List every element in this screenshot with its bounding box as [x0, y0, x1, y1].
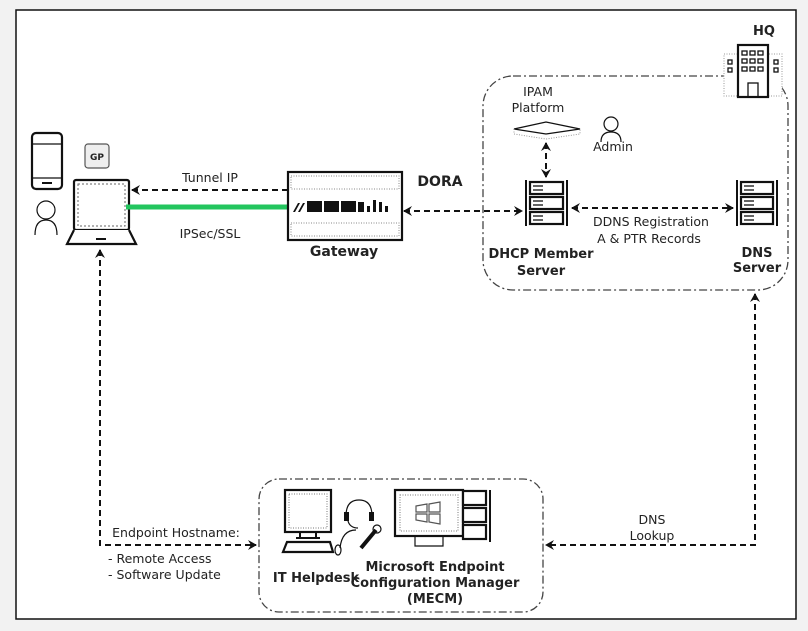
building-icon — [723, 43, 783, 99]
management-zone — [258, 478, 544, 613]
gateway-label: Gateway — [310, 244, 378, 260]
headset-wrench-icon — [339, 499, 382, 550]
dhcp-label-1: DHCP Member — [488, 247, 594, 262]
phone-icon — [30, 131, 64, 191]
hq-label: HQ — [753, 24, 775, 39]
ipam-platform-icon — [513, 121, 581, 140]
globalprotect-icon: GP — [84, 143, 110, 169]
dns-lookup-arrow — [545, 293, 760, 550]
hostname-label: Endpoint Hostname: — [112, 525, 240, 540]
it-helpdesk-label: IT Helpdesk — [273, 571, 360, 586]
ddns-label-2: A & PTR Records — [597, 231, 701, 246]
dns-server-icon — [736, 180, 778, 226]
software-update-label: - Software Update — [108, 567, 221, 582]
ipam-label-1: IPAM — [523, 84, 553, 99]
dns-lookup-label-2: Lookup — [630, 528, 675, 543]
dhcp-label-2: Server — [517, 264, 566, 279]
admin-icon — [600, 116, 622, 143]
endpoint-management-arrow — [95, 249, 257, 550]
helpdesk-computer-icon — [281, 488, 342, 556]
dns-lookup-label-1: DNS — [639, 512, 666, 527]
remote-access-label: - Remote Access — [108, 551, 211, 566]
dora-label: DORA — [417, 174, 462, 190]
tunnel-ip-label: Tunnel IP — [181, 170, 238, 185]
gateway-firewall-icon — [286, 170, 404, 242]
ipsec-label: IPSec/SSL — [180, 226, 241, 241]
dhcp-server-icon — [525, 180, 568, 226]
laptop-icon — [65, 178, 138, 246]
ddns-label-1: DDNS Registration — [593, 214, 709, 229]
svg-text:GP: GP — [90, 153, 104, 163]
dns-label-2: Server — [733, 261, 782, 276]
dns-label-1: DNS — [741, 246, 772, 261]
hq-zone — [482, 75, 789, 291]
user-icon — [34, 200, 58, 236]
ipam-label-2: Platform — [512, 100, 565, 115]
mecm-label-2: Configuration Manager — [351, 576, 520, 591]
admin-label: Admin — [593, 139, 633, 154]
mecm-label-3: (MECM) — [407, 592, 463, 607]
mecm-label-1: Microsoft Endpoint — [365, 560, 504, 575]
mecm-console-icon — [393, 488, 491, 547]
